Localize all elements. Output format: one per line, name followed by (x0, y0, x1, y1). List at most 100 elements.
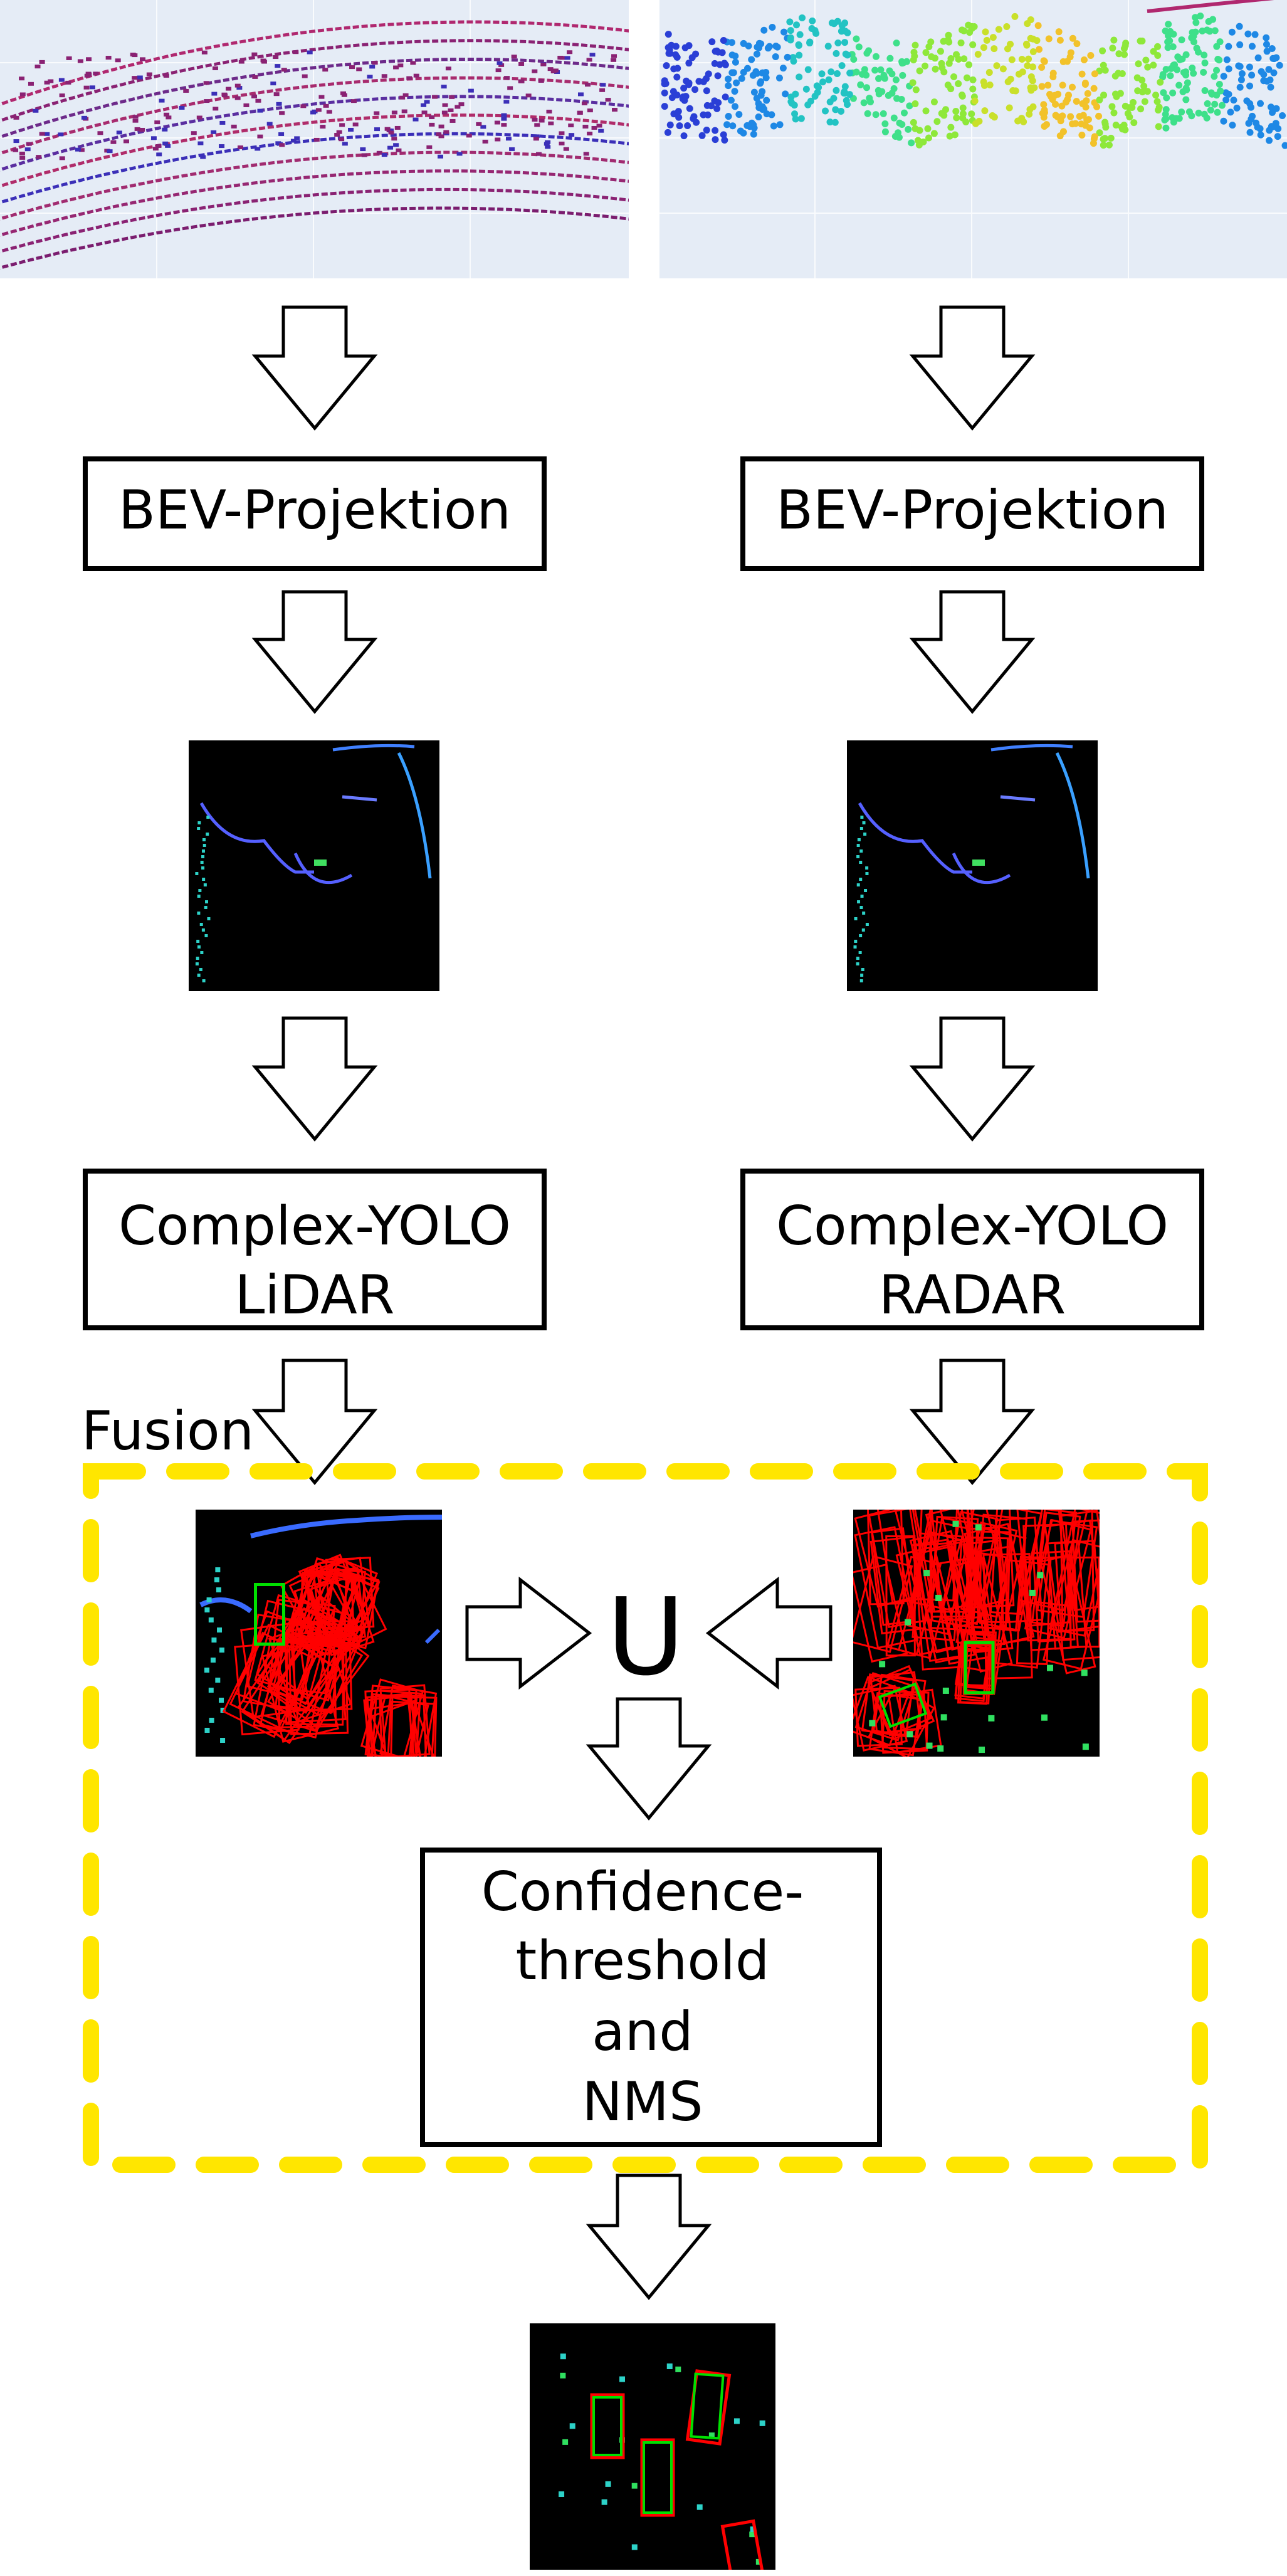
radar-point (1160, 89, 1167, 97)
bev-point (197, 827, 201, 830)
lidar-point (391, 137, 397, 141)
radar-point (898, 58, 906, 65)
lidar-point (58, 132, 64, 137)
bev-point (215, 1678, 221, 1683)
radar-point (1197, 12, 1204, 19)
lidar-point (480, 125, 486, 129)
radar-point (685, 42, 693, 50)
lidar-point (152, 147, 159, 151)
radar-point (831, 118, 839, 126)
radar-point (974, 51, 982, 58)
bev-point (207, 917, 211, 920)
detection-box (259, 1638, 337, 1739)
lidar-point (387, 145, 394, 150)
bev-point (314, 860, 327, 866)
detection-box (266, 1625, 364, 1732)
lidar-point (538, 118, 545, 123)
radar-point (1112, 121, 1120, 129)
radar-point (1069, 34, 1076, 42)
radar-point (774, 43, 781, 51)
radar-point (1113, 93, 1120, 100)
radar-point (1008, 56, 1016, 63)
radar-point (933, 118, 941, 125)
radar-point (685, 79, 693, 87)
radar-point (796, 73, 803, 81)
bev-point (975, 1524, 982, 1531)
radar-point (731, 103, 738, 110)
bev-point (860, 895, 864, 898)
radar-point (700, 111, 707, 118)
bev-point (860, 816, 864, 819)
radar-point (960, 27, 968, 34)
lidar-point (547, 67, 554, 71)
radar-point (684, 122, 691, 130)
radar-point (911, 53, 918, 60)
radar-point (722, 93, 729, 101)
radar-point (725, 113, 732, 120)
lidar-point (255, 98, 261, 103)
lidar-point (350, 99, 357, 103)
bev-point (201, 928, 205, 932)
radar-point (850, 56, 858, 63)
detection-box (867, 1686, 935, 1757)
lidar-point (393, 143, 399, 147)
radar-point (1249, 112, 1256, 120)
radar-point (720, 36, 727, 44)
radar-point (969, 41, 977, 48)
lidar-point (183, 88, 189, 93)
bev-edge (199, 1515, 442, 1614)
left-bev-image (189, 740, 439, 991)
lidar-point (504, 76, 510, 80)
radar-point (661, 103, 668, 110)
bev-point (559, 2491, 565, 2498)
radar-point (750, 130, 757, 138)
lidar-point (496, 61, 503, 65)
lidar-point (19, 151, 25, 155)
radar-point (910, 118, 917, 126)
radar-point (762, 74, 770, 81)
radar-point (1273, 105, 1280, 112)
bev-point (708, 2432, 715, 2439)
radar-point (807, 97, 814, 105)
bev-point (206, 833, 209, 836)
lidar-scan-ring (0, 206, 629, 270)
radar-point (1172, 115, 1180, 122)
radar-point (787, 98, 795, 105)
radar-point (1099, 47, 1106, 55)
radar-point (685, 60, 693, 67)
bev-point (569, 2423, 575, 2429)
radar-point (1101, 118, 1109, 126)
radar-point (1087, 51, 1095, 59)
radar-point (863, 84, 871, 92)
bev-point (209, 1718, 214, 1723)
radar-point (981, 107, 989, 115)
radar-point (1083, 116, 1091, 124)
down-arrow (586, 1697, 712, 1821)
bev-edge (1000, 795, 1036, 802)
radar-point (1206, 28, 1214, 35)
radar-point (1236, 23, 1243, 30)
radar-point (1029, 48, 1037, 56)
radar-point (959, 104, 967, 112)
nms-label-line2: threshold (515, 1930, 769, 1992)
lidar-point (360, 147, 366, 152)
radar-pointcloud-plot (659, 0, 1287, 278)
radar-point (880, 110, 887, 117)
radar-point (864, 110, 871, 117)
bev-point (202, 979, 206, 982)
radar-point (1024, 62, 1031, 70)
lidar-point (19, 76, 25, 81)
radar-point (1029, 77, 1036, 85)
radar-point (1004, 45, 1011, 53)
lidar-point (77, 59, 83, 63)
lidar-point (410, 61, 416, 65)
radar-point (1040, 57, 1048, 65)
radar-point (772, 53, 779, 60)
radar-point (1188, 34, 1195, 41)
radar-point (901, 109, 908, 117)
radar-point (1096, 129, 1103, 137)
lidar-point (83, 85, 90, 90)
radar-point (1207, 107, 1214, 114)
radar-point (855, 43, 863, 51)
radar-point (924, 125, 932, 132)
